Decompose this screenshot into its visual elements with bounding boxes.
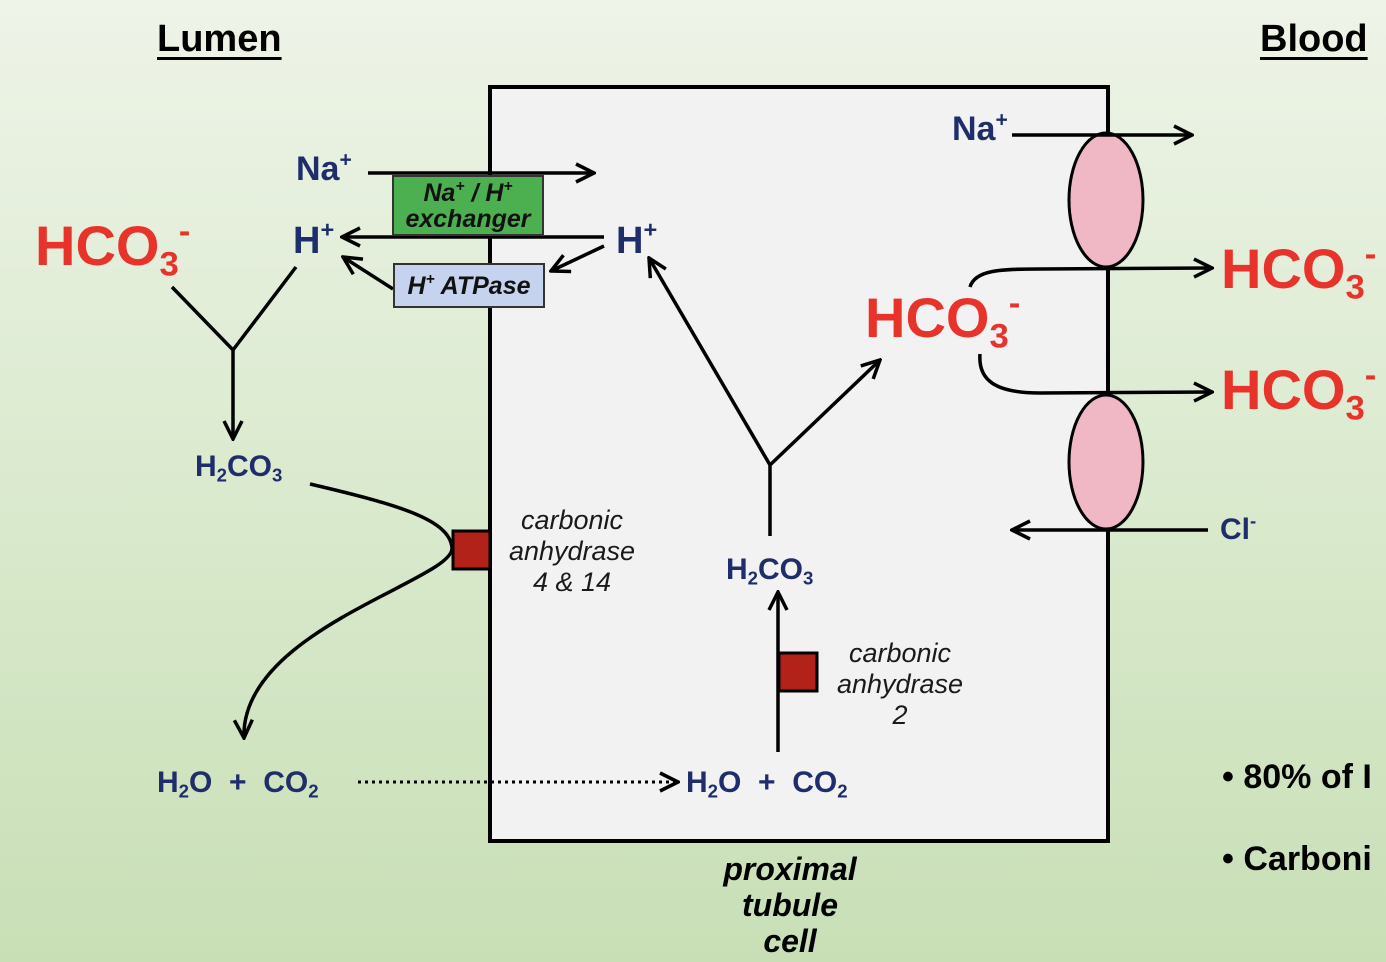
- cell-na: Na+: [952, 109, 1008, 148]
- cell-label-line3: cell: [763, 922, 817, 959]
- cell-co2-sub: 2: [837, 780, 848, 802]
- ca-4-14-line2: anhydrase: [508, 536, 636, 567]
- cell-hco3: HCO3-: [865, 286, 1020, 354]
- bullet-item-2-text: Carboni: [1243, 840, 1372, 878]
- cell-label-line1: proximal: [723, 851, 857, 887]
- cell-h-symbol: H: [616, 220, 644, 262]
- bullet-item-1-text: 80% of I: [1243, 758, 1372, 796]
- lumen-h2co3-sub2: 2: [216, 464, 228, 486]
- lumen-hco3: HCO3-: [35, 214, 190, 282]
- lumen-h2o-h: H: [157, 766, 179, 799]
- ca-4-14-line3: 4 & 14: [532, 567, 612, 598]
- carbonic-anhydrase-4-14-marker: [451, 529, 492, 571]
- blood-hco3-top-symbol: HCO: [1221, 237, 1346, 300]
- ca-2-label: carbonic anhydrase 2: [825, 638, 975, 731]
- lumen-h2o-co2: H2O + CO2: [157, 766, 319, 801]
- h-atpase-arrow-in: [551, 244, 605, 271]
- ca-2-line2: anhydrase: [836, 669, 964, 700]
- h-atpase-arrow-out: [343, 257, 394, 291]
- basolateral-hco3-arrow-bottom: [978, 353, 1212, 393]
- cell-h2co3-sub3: 3: [803, 567, 814, 589]
- cell-hco3-charge: -: [1008, 284, 1021, 323]
- blood-cl-charge: -: [1250, 509, 1257, 531]
- lumen-na: Na+: [296, 149, 352, 188]
- blood-hco3-bottom: HCO3-: [1221, 358, 1376, 426]
- blood-header: Blood: [1260, 18, 1368, 60]
- basolateral-channel-bottom: [1067, 393, 1145, 531]
- lumen-h: H+: [293, 218, 334, 262]
- lumen-h2co3-co: CO: [227, 450, 273, 483]
- cell-plus: +: [758, 766, 776, 799]
- cell-h2o-co2: H2O + CO2: [686, 766, 848, 801]
- lumen-hco3-sub: 3: [159, 245, 179, 284]
- lumen-dehydration-curve: [244, 482, 454, 738]
- bullet-item-1: • 80% of I: [1222, 758, 1372, 796]
- atpase-h-charge: +: [425, 270, 435, 288]
- lumen-plus: +: [229, 766, 247, 799]
- exchanger-label: exchanger: [405, 205, 531, 234]
- blood-hco3-top-sub: 3: [1345, 268, 1365, 307]
- blood-hco3-bottom-charge: -: [1364, 356, 1377, 395]
- exchanger-h: / H: [464, 179, 504, 207]
- lumen-h-charge: +: [320, 216, 335, 243]
- lumen-header: Lumen: [157, 18, 282, 60]
- lumen-h2co3-sub3: 3: [272, 464, 283, 486]
- cell-h2co3-sub2: 2: [747, 567, 759, 589]
- exchanger-na: Na: [423, 179, 456, 207]
- cell-h: H+: [616, 218, 657, 262]
- lumen-h2co3-h: H: [195, 450, 217, 483]
- lumen-na-symbol: Na: [296, 150, 340, 188]
- na-h-exchanger: Na+ / H+ exchanger: [392, 175, 544, 236]
- cell-h2co3-co: CO: [758, 553, 804, 586]
- lumen-co2-co: CO: [263, 766, 309, 799]
- ca-2-line1: carbonic: [848, 638, 952, 668]
- cell-hco3-sub: 3: [989, 317, 1009, 356]
- ca-2-line3: 2: [892, 700, 908, 731]
- blood-hco3-bottom-symbol: HCO: [1221, 358, 1346, 421]
- cell-na-charge: +: [995, 108, 1008, 132]
- atpase-h: H: [407, 272, 426, 300]
- cell-h2o-h: H: [686, 766, 708, 799]
- proximal-tubule-cell-label: proximal tubule cell: [700, 851, 880, 959]
- lumen-hco3-charge: -: [178, 212, 191, 251]
- lumen-h-symbol: H: [293, 220, 321, 262]
- lumen-hco3-symbol: HCO: [35, 214, 160, 277]
- cyto-to-hco3-arrow: [768, 360, 880, 467]
- lumen-h2co3: H2CO3: [195, 450, 282, 485]
- blood-hco3-top: HCO3-: [1221, 237, 1376, 305]
- cell-h-charge: +: [643, 216, 658, 243]
- lumen-combine-lines: [170, 265, 298, 353]
- lumen-co2-sub: 2: [308, 780, 319, 802]
- basolateral-channel-top: [1067, 131, 1145, 269]
- blood-cl: Cl-: [1220, 511, 1256, 546]
- carbonic-anhydrase-2-marker: [777, 651, 819, 693]
- cyto-to-h-arrow: [649, 258, 772, 466]
- cell-h2co3-h: H: [726, 553, 748, 586]
- blood-hco3-bottom-sub: 3: [1345, 389, 1365, 428]
- cell-na-symbol: Na: [952, 110, 996, 148]
- cell-h2o-o: O: [718, 766, 742, 799]
- lumen-h2o-sub: 2: [178, 780, 190, 802]
- bullet-item-2: • Carboni: [1222, 840, 1372, 878]
- proximal-tubule-cell: [488, 85, 1110, 843]
- lumen-h2o-o: O: [189, 766, 213, 799]
- cell-h2co3: H2CO3: [726, 553, 813, 588]
- lumen-na-charge: +: [339, 148, 352, 172]
- cell-label-line2: tubule: [742, 886, 838, 923]
- basolateral-hco3-arrow-top: [968, 268, 1212, 288]
- ca-4-14-line1: carbonic: [520, 505, 624, 535]
- exchanger-h-charge: +: [503, 177, 513, 195]
- blood-cl-symbol: Cl: [1220, 513, 1250, 546]
- ca-4-14-label: carbonic anhydrase 4 & 14: [497, 505, 647, 598]
- exchanger-na-charge: +: [455, 177, 465, 195]
- cell-co2-co: CO: [792, 766, 838, 799]
- cell-h2o-sub: 2: [707, 780, 719, 802]
- blood-hco3-top-charge: -: [1364, 235, 1377, 274]
- h-atpase: H+ ATPase: [393, 263, 545, 308]
- atpase-label: ATPase: [434, 272, 531, 300]
- cell-hco3-symbol: HCO: [865, 286, 990, 349]
